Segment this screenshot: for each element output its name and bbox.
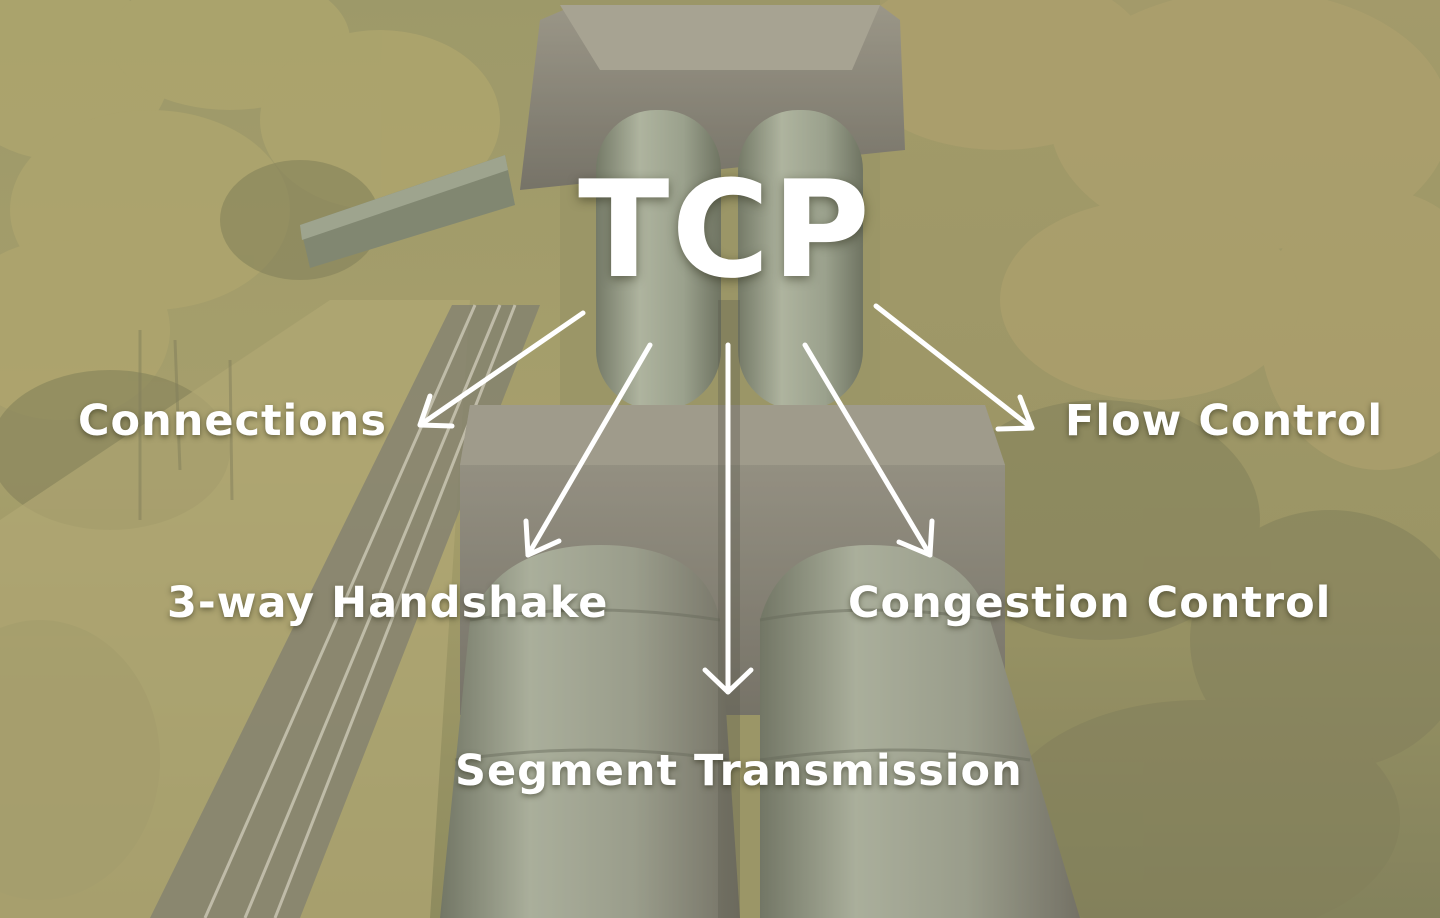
label-congestion-control: Congestion Control [848,578,1332,628]
label-3-way-handshake: 3-way Handshake [167,578,609,628]
arrow-connections [417,310,586,429]
label-segment-transmission: Segment Transmission [455,746,1023,796]
arrow-handshake [523,342,653,558]
arrow-segment [702,342,754,695]
label-flow-control: Flow Control [1065,396,1384,446]
arrow-congestion [802,342,935,558]
diagram-title: TCP [578,152,872,308]
arrow-flow [873,303,1035,432]
label-connections: Connections [78,396,388,446]
